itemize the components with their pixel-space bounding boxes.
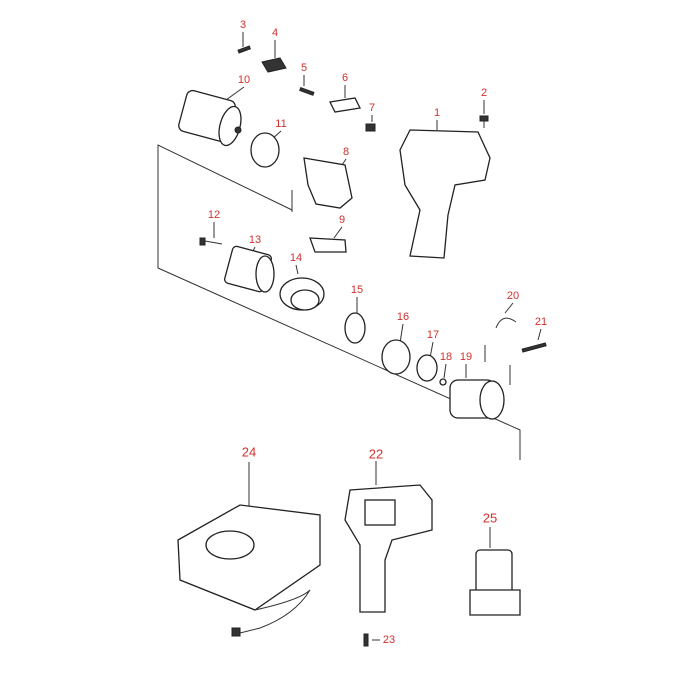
part-label-8: 8 [342, 146, 350, 158]
part-14-gear-ring [279, 277, 325, 311]
part-label-11: 11 [275, 118, 287, 130]
part-label-12: 12 [207, 209, 221, 221]
part-label-7: 7 [368, 102, 376, 114]
part-24-charger [177, 504, 321, 637]
part-3-pin [237, 45, 251, 54]
leader-lines [213, 32, 542, 641]
part-18-ball [439, 378, 447, 386]
part-label-1: 1 [433, 107, 441, 119]
part-label-25: 25 [482, 510, 498, 526]
part-label-21: 21 [534, 316, 548, 328]
part-12-screw [199, 237, 223, 246]
part-label-14: 14 [289, 252, 303, 264]
part-9-switch-plate [309, 237, 347, 253]
part-label-3: 3 [239, 19, 247, 31]
part-25-battery [469, 549, 521, 616]
part-label-9: 9 [338, 214, 346, 226]
part-10-motor [178, 89, 242, 147]
part-label-18: 18 [439, 351, 453, 363]
part-21-pin [521, 342, 547, 353]
part-label-24: 24 [241, 444, 257, 460]
part-7-nut [365, 123, 376, 132]
part-19-clutch [449, 379, 505, 420]
part-8-switch [303, 157, 353, 209]
part-22-drill-housing [344, 484, 433, 613]
assembly-bracket [157, 144, 521, 460]
part-label-2: 2 [480, 87, 488, 99]
part-label-10: 10 [237, 74, 251, 86]
part-16-ring-gear [381, 339, 411, 375]
part-17-washer [416, 354, 438, 382]
part-15-ring [344, 312, 366, 344]
part-6-block [329, 97, 361, 113]
part-5-spring [299, 87, 315, 96]
part-label-6: 6 [341, 72, 349, 84]
part-label-17: 17 [426, 329, 440, 341]
part-label-16: 16 [396, 311, 410, 323]
part-label-5: 5 [300, 62, 308, 74]
part-label-20: 20 [506, 290, 520, 302]
part-label-4: 4 [271, 27, 279, 39]
part-label-23: 23 [382, 634, 396, 646]
part-4-switch-cap [261, 57, 287, 73]
part-label-19: 19 [459, 351, 473, 363]
part-label-22: 22 [368, 446, 384, 462]
part-20-clip [495, 317, 517, 329]
part-23-screw [363, 633, 369, 647]
part-label-13: 13 [248, 234, 262, 246]
part-11-cover [250, 132, 280, 168]
part-label-15: 15 [350, 284, 364, 296]
part-2-screw [479, 115, 489, 128]
part-1-housing-half [399, 129, 491, 259]
part-13-gear-housing [224, 245, 275, 293]
